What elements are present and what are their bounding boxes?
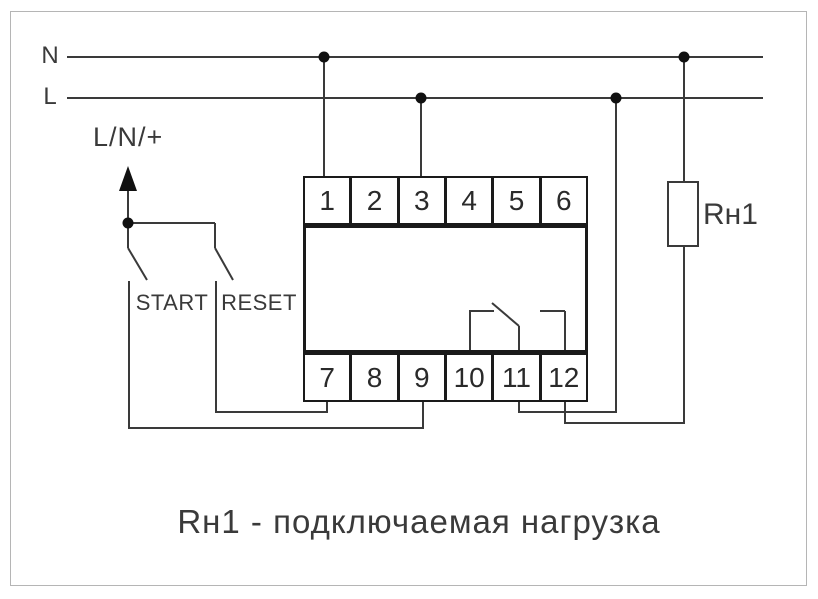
terminal-5: 5 bbox=[492, 176, 541, 225]
reset-switch-label: RESET bbox=[221, 290, 297, 315]
terminal-9: 9 bbox=[397, 353, 446, 402]
input-supply-label: L/N/+ bbox=[93, 122, 164, 152]
neutral-label: N bbox=[41, 42, 59, 69]
top-terminal-strip: 1 2 3 4 5 6 bbox=[303, 176, 588, 225]
junction-dot bbox=[122, 217, 134, 229]
device-body bbox=[303, 225, 588, 353]
terminal-8: 8 bbox=[350, 353, 399, 402]
wire-start-to-terminal9 bbox=[128, 281, 424, 429]
terminal-4: 4 bbox=[444, 176, 494, 225]
junction-dot bbox=[318, 51, 330, 63]
terminal-3: 3 bbox=[397, 176, 446, 225]
terminal-1: 1 bbox=[303, 176, 352, 225]
terminal-6: 6 bbox=[539, 176, 588, 225]
relay-contact-post-12 bbox=[540, 310, 566, 352]
phase-label: L bbox=[43, 83, 57, 110]
caption: Rн1 - подключаемая нагрузка bbox=[177, 503, 661, 540]
load-resistor bbox=[667, 181, 699, 247]
relay-contact-blade bbox=[491, 302, 520, 327]
terminal-11: 11 bbox=[492, 353, 541, 402]
junction-dot bbox=[678, 51, 690, 63]
wire-l-to-terminal11 bbox=[518, 98, 617, 413]
junction-dot bbox=[610, 92, 622, 104]
start-switch-blade bbox=[127, 247, 148, 281]
reset-switch-blade bbox=[214, 247, 234, 281]
relay-contact-arm-10 bbox=[469, 310, 494, 352]
diagram-frame bbox=[10, 11, 807, 586]
wire-reset-to-terminal7 bbox=[215, 281, 328, 413]
junction-dot bbox=[415, 92, 427, 104]
terminal-2: 2 bbox=[350, 176, 399, 225]
terminal-10: 10 bbox=[444, 353, 494, 402]
start-switch-label: START bbox=[135, 290, 209, 315]
wire-load-to-terminal12 bbox=[564, 246, 685, 424]
bottom-terminal-strip: 7 8 9 10 11 12 bbox=[303, 353, 588, 402]
terminal-12: 12 bbox=[539, 353, 588, 402]
terminal-7: 7 bbox=[303, 353, 352, 402]
up-arrow-icon bbox=[119, 166, 137, 191]
load-resistor-label: Rн1 bbox=[703, 198, 758, 231]
